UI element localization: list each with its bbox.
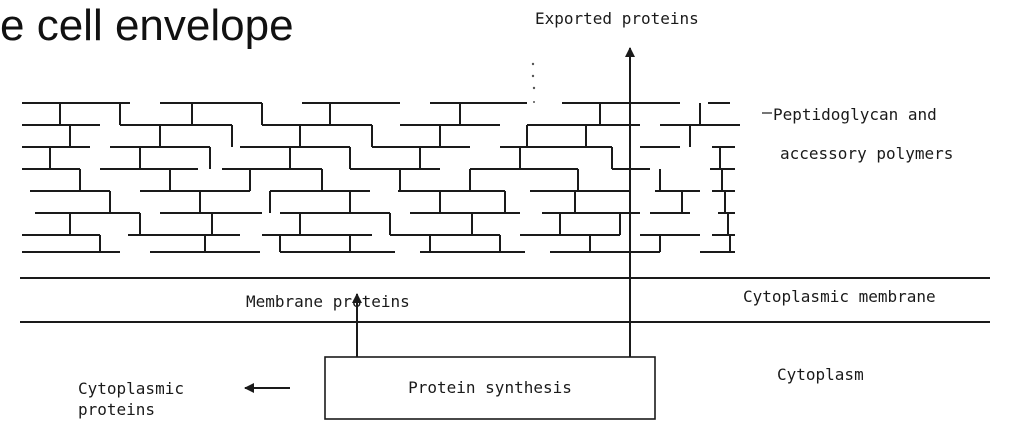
protein-synthesis-label: Protein synthesis: [408, 378, 572, 397]
cytoplasmic-proteins-label-line2: proteins: [78, 400, 155, 419]
peptidoglycan-label-line1: Peptidoglycan and: [773, 105, 937, 124]
cytoplasm-label: Cytoplasm: [777, 365, 864, 384]
peptidoglycan-label-line2: accessory polymers: [780, 144, 953, 163]
slide-title: e cell envelope: [0, 1, 294, 50]
cytoplasmic-proteins-label-line1: Cytoplasmic: [78, 379, 184, 398]
scan-specks: [532, 63, 535, 103]
exported-proteins-label: Exported proteins: [535, 9, 699, 28]
membrane-proteins-label: Membrane proteins: [246, 292, 410, 311]
cytoplasmic-membrane-label: Cytoplasmic membrane: [743, 287, 936, 306]
peptidoglycan-layer: [22, 103, 740, 252]
